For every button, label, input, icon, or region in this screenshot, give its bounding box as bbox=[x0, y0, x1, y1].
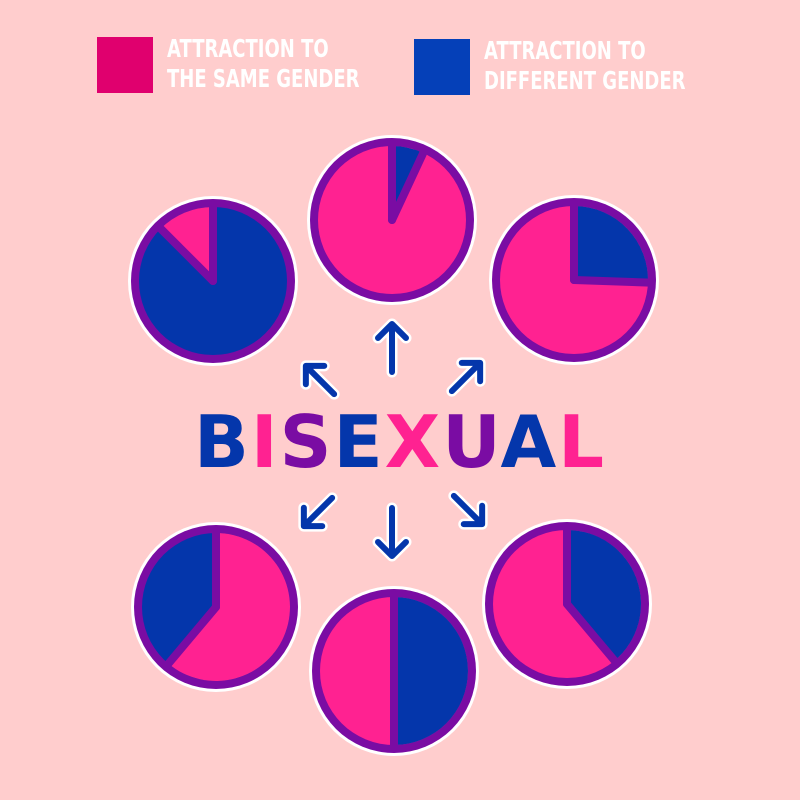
title-letter: B bbox=[193, 400, 251, 484]
pie-chart-bottom-left bbox=[131, 522, 301, 692]
legend-label-line1: ATTRACTION TO bbox=[167, 34, 329, 63]
title-letter: I bbox=[250, 400, 280, 484]
pie-chart-top-center bbox=[307, 135, 477, 305]
title-letter: E bbox=[333, 400, 385, 484]
page-title: BISEXUAL bbox=[0, 402, 800, 482]
title-letter: X bbox=[384, 400, 443, 484]
pie-slice bbox=[567, 530, 641, 661]
legend-item-same-gender: ATTRACTION TO THE SAME GENDER bbox=[97, 34, 434, 94]
pie-chart-bottom-right bbox=[482, 519, 652, 689]
pie-slice bbox=[168, 533, 290, 681]
legend-label-same-gender: ATTRACTION TO THE SAME GENDER bbox=[167, 34, 360, 94]
legend-label-different-gender: ATTRACTION TO DIFFERENT GENDER bbox=[484, 36, 686, 96]
pie-group bbox=[128, 135, 659, 756]
legend-item-different-gender: ATTRACTION TO DIFFERENT GENDER bbox=[414, 36, 764, 96]
legend-label-line2: THE SAME GENDER bbox=[167, 64, 360, 93]
pie-slice bbox=[574, 206, 648, 283]
arrow-down-right-icon bbox=[448, 490, 488, 530]
pie-chart-top-right bbox=[489, 195, 659, 365]
legend-swatch-same-gender bbox=[97, 37, 153, 93]
arrow-up-icon bbox=[372, 318, 412, 378]
arrow-down-icon bbox=[372, 502, 412, 562]
legend-label-line2: DIFFERENT GENDER bbox=[484, 66, 686, 95]
arrow-group bbox=[298, 318, 488, 562]
pie-slice bbox=[394, 597, 468, 745]
arrow-down-left-icon bbox=[298, 492, 338, 532]
legend-label-line1: ATTRACTION TO bbox=[484, 36, 646, 65]
title-letter: A bbox=[500, 400, 559, 484]
title-letter: S bbox=[279, 400, 334, 484]
title-letter: L bbox=[558, 400, 607, 484]
title-letter: U bbox=[442, 400, 501, 484]
legend-swatch-different-gender bbox=[414, 39, 470, 95]
arrow-up-right-icon bbox=[446, 357, 486, 397]
pie-chart-bottom-center bbox=[309, 586, 479, 756]
pie-chart-top-left bbox=[128, 196, 298, 366]
arrow-up-left-icon bbox=[300, 360, 340, 400]
